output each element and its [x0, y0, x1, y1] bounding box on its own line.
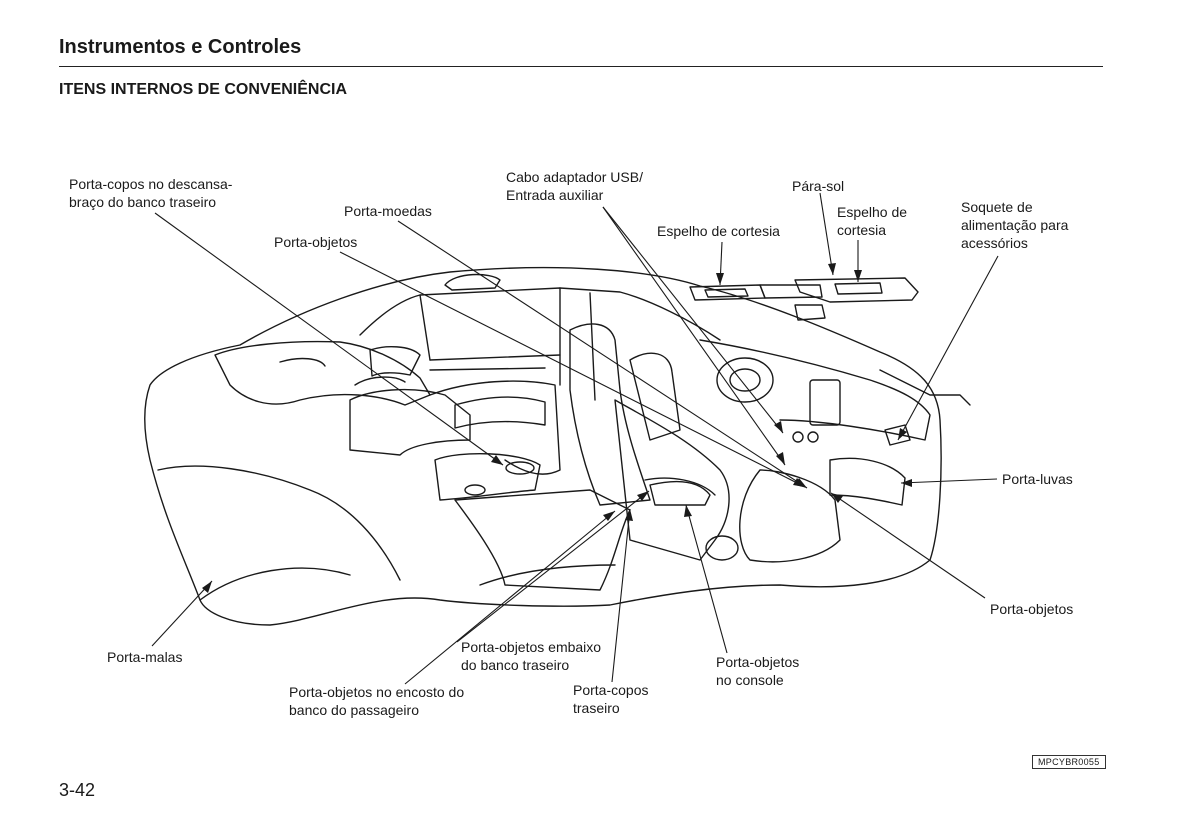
- label-coin-holder: Porta-moedas: [344, 203, 432, 219]
- label-trunk: Porta-malas: [107, 649, 183, 665]
- label-object-holder-under-rear-seat: Porta-objetos embaixo do banco traseiro: [461, 638, 601, 674]
- car-illustration: [144, 266, 971, 626]
- label-line: Porta-copos no descansa-: [69, 176, 233, 192]
- label-line: Espelho de: [837, 204, 908, 220]
- callout-lines: [151, 192, 999, 685]
- label-line: Cabo adaptador USB/: [506, 169, 643, 185]
- header-rule: [59, 66, 1103, 67]
- label-line: Porta-objetos embaixo: [461, 639, 602, 655]
- page-number: 3-42: [59, 780, 96, 800]
- label-line: Porta-copos: [573, 682, 649, 698]
- label-line: traseiro: [573, 700, 620, 716]
- label-line: braço do banco traseiro: [69, 194, 217, 210]
- label-object-holder-passenger-seatback: Porta-objetos no encosto do banco do pas…: [289, 683, 464, 719]
- label-line: banco do passageiro: [289, 702, 419, 718]
- section-title: Instrumentos e Controles: [59, 36, 302, 58]
- label-accessory-socket: Soquete de alimentação para acessórios: [961, 198, 1068, 252]
- label-line: do banco traseiro: [461, 657, 570, 673]
- label-line: acessórios: [961, 235, 1028, 251]
- label-glove-box: Porta-luvas: [1002, 471, 1073, 487]
- label-line: cortesia: [837, 222, 887, 238]
- label-rear-cup-holder: Porta-copos traseiro: [573, 681, 648, 717]
- page-subtitle: ITENS INTERNOS DE CONVENIÊNCIA: [59, 81, 348, 98]
- label-vanity-mirror-left: Espelho de cortesia: [657, 223, 780, 239]
- label-usb-cable: Cabo adaptador USB/ Entrada auxiliar: [506, 168, 643, 204]
- label-console-object-holder: Porta-objetos no console: [716, 653, 799, 689]
- label-line: Entrada auxiliar: [506, 187, 604, 203]
- reference-code: MPCYBR0055: [1032, 755, 1106, 769]
- label-object-holder-right: Porta-objetos: [990, 601, 1074, 617]
- label-vanity-mirror-right: Espelho de cortesia: [837, 203, 907, 239]
- label-line: Porta-objetos no encosto do: [289, 684, 465, 700]
- label-line: alimentação para: [961, 217, 1069, 233]
- label-cup-holder-rear-armrest: Porta-copos no descansa- braço do banco …: [69, 175, 232, 211]
- label-line: no console: [716, 672, 784, 688]
- callout-arrowheads: [202, 263, 912, 593]
- label-line: Soquete de: [961, 199, 1033, 215]
- label-object-holder-door: Porta-objetos: [274, 234, 358, 250]
- label-line: Porta-objetos: [716, 654, 800, 670]
- label-sun-visor: Pára-sol: [792, 178, 845, 194]
